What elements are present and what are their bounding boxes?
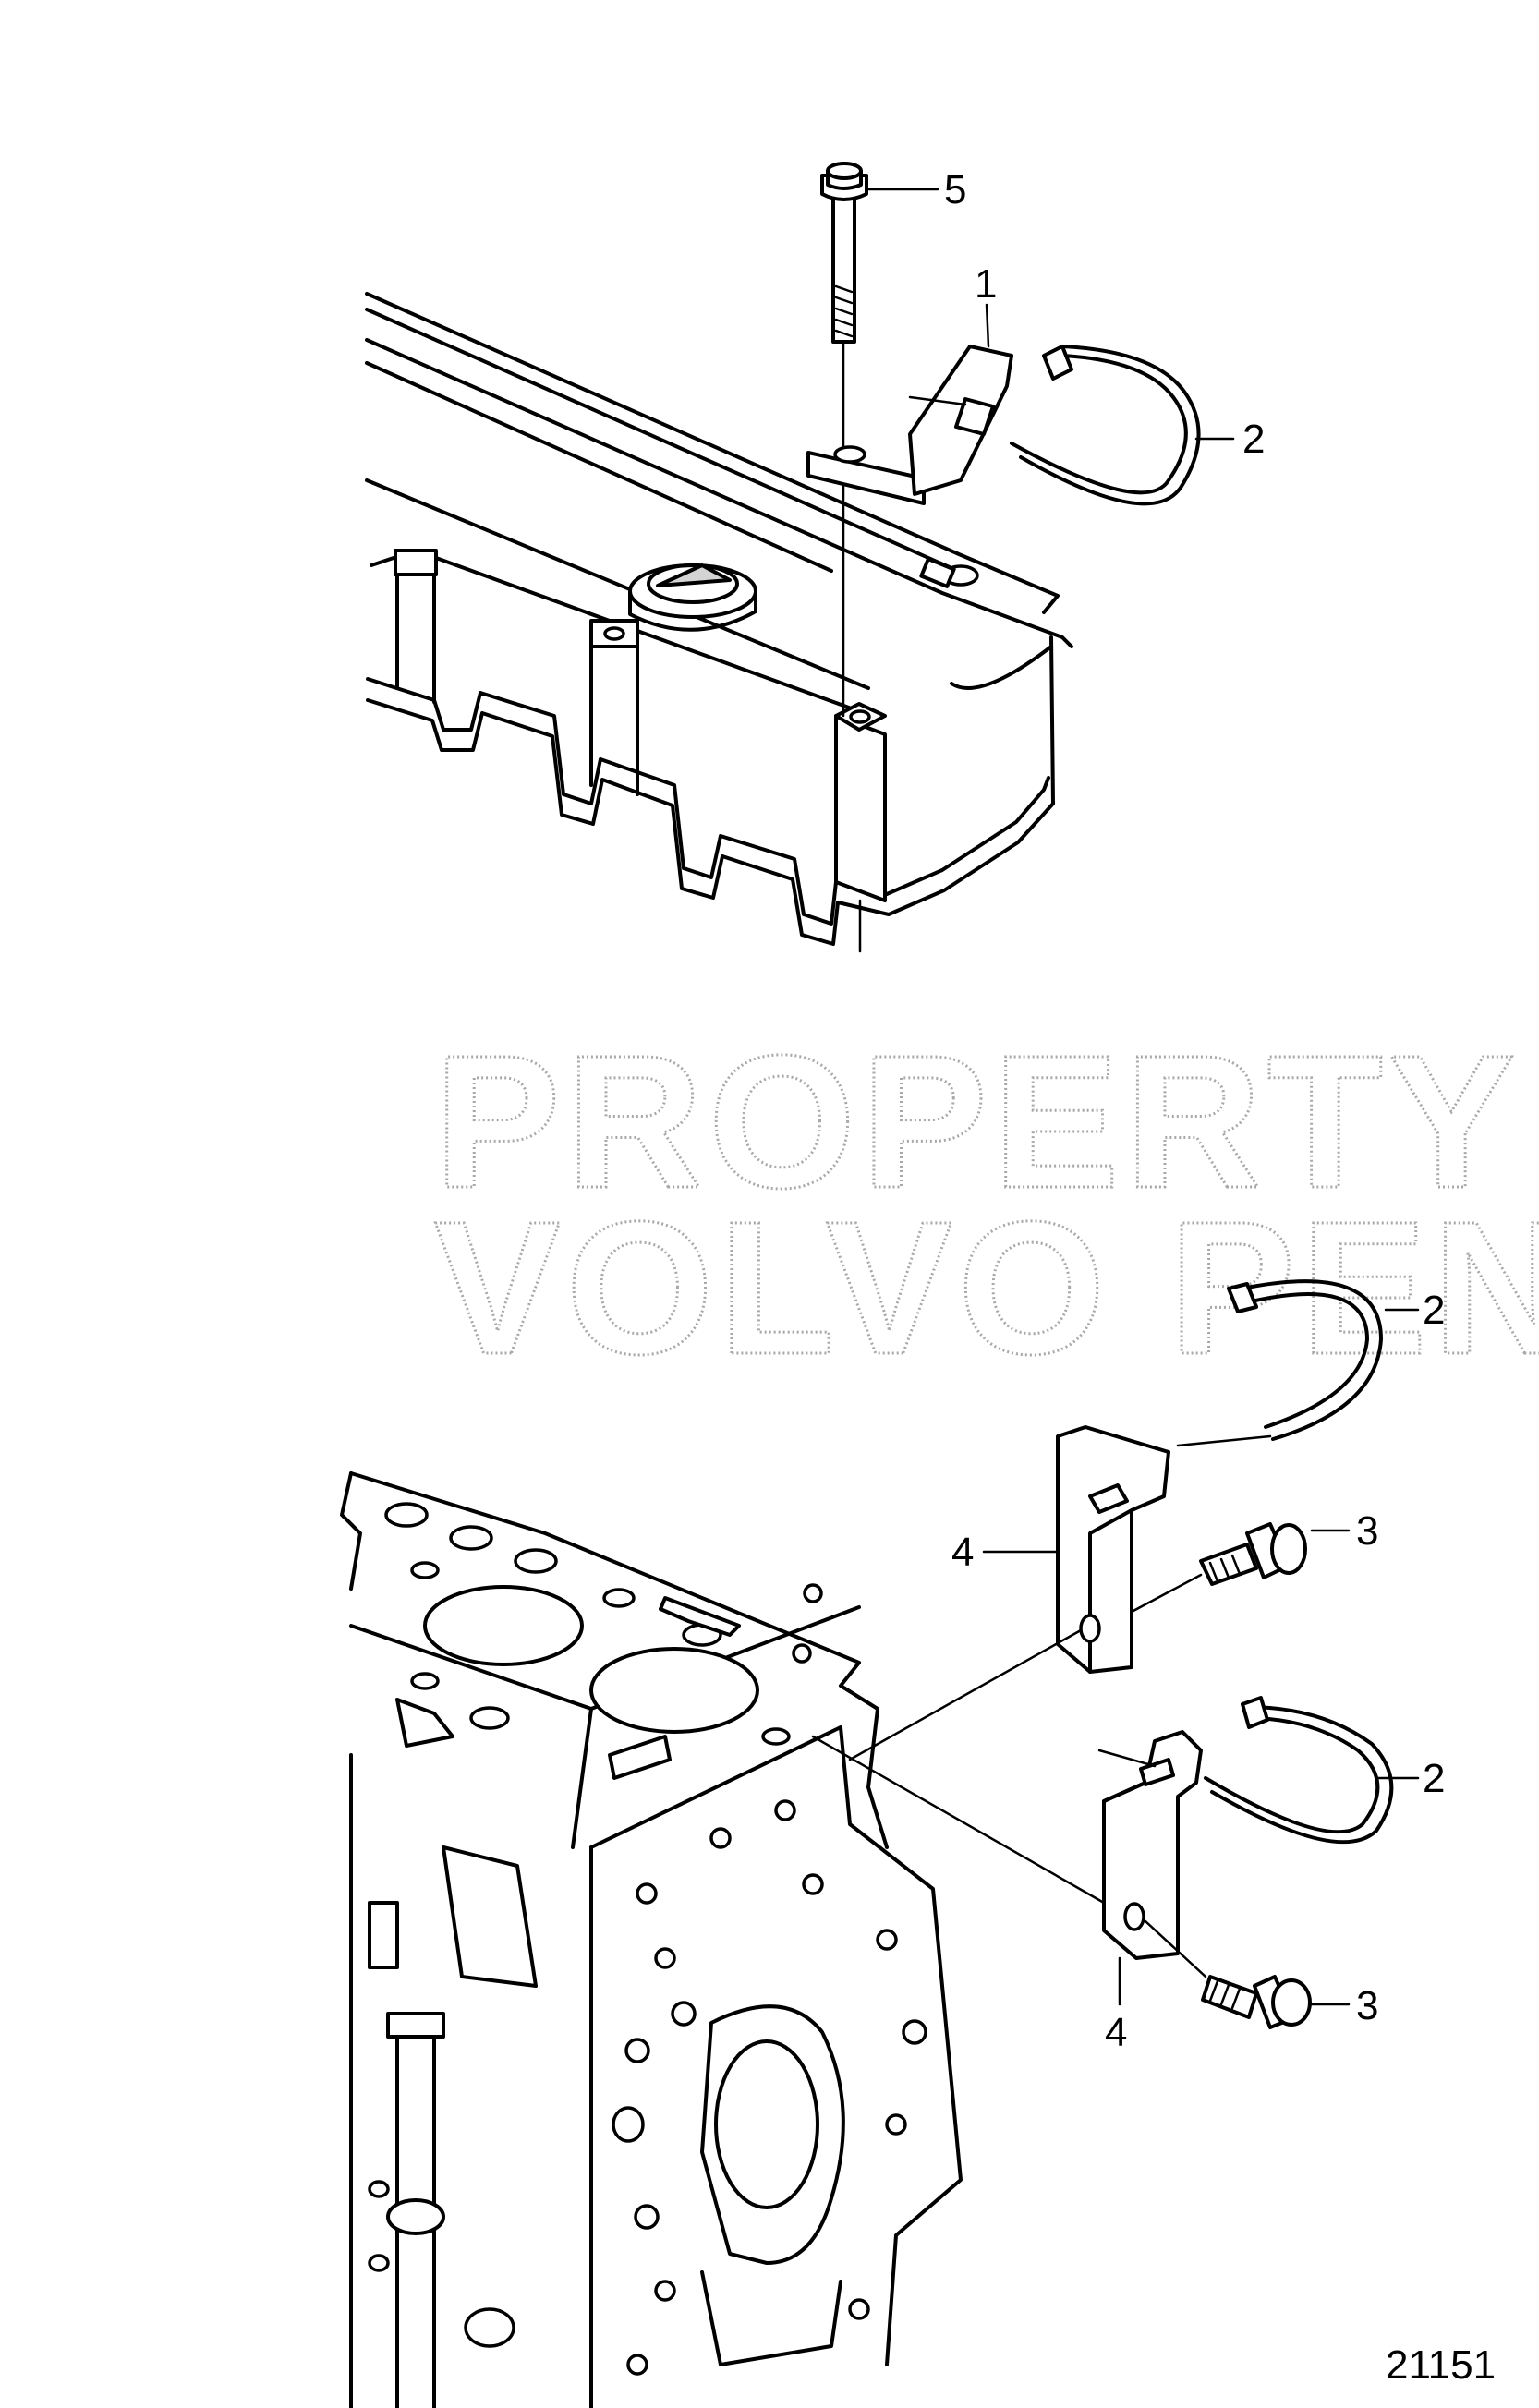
cable-tie-2-top (1010, 345, 1235, 506)
callout-2-mid: 2 (1423, 1288, 1445, 1333)
bracket-4-mid (848, 1425, 1170, 1761)
watermark: PROPERTY OF VOLVO PENTA (433, 1015, 1539, 1396)
bolt-5 (820, 162, 939, 953)
screw-3-mid (1130, 1522, 1351, 1614)
callout-3-mid: 3 (1356, 1508, 1378, 1554)
callout-4-low: 4 (1105, 2010, 1127, 2055)
callout-5: 5 (944, 167, 966, 212)
figure-number: 21151 (1386, 2342, 1496, 2388)
cable-tie-2-low (1204, 1696, 1420, 1845)
watermark-line-2: VOLVO PENTA (434, 1182, 1539, 1394)
callouts: 5 1 2 2 3 4 2 3 4 (944, 167, 1445, 2055)
screw-3-low (1144, 1919, 1351, 2029)
bracket-1 (806, 303, 1013, 505)
callout-2-low: 2 (1423, 1756, 1445, 1801)
callout-2-top: 2 (1242, 417, 1265, 462)
watermark-line-1: PROPERTY OF (434, 1016, 1539, 1228)
valve-cover (365, 292, 1073, 946)
bracket-4-low (811, 1730, 1203, 2006)
callout-3-low: 3 (1356, 1983, 1378, 2028)
cable-tie-2-mid (1176, 1279, 1420, 1447)
callout-4-mid: 4 (951, 1530, 974, 1575)
callout-1: 1 (975, 261, 997, 307)
engine-block (340, 1471, 963, 2408)
